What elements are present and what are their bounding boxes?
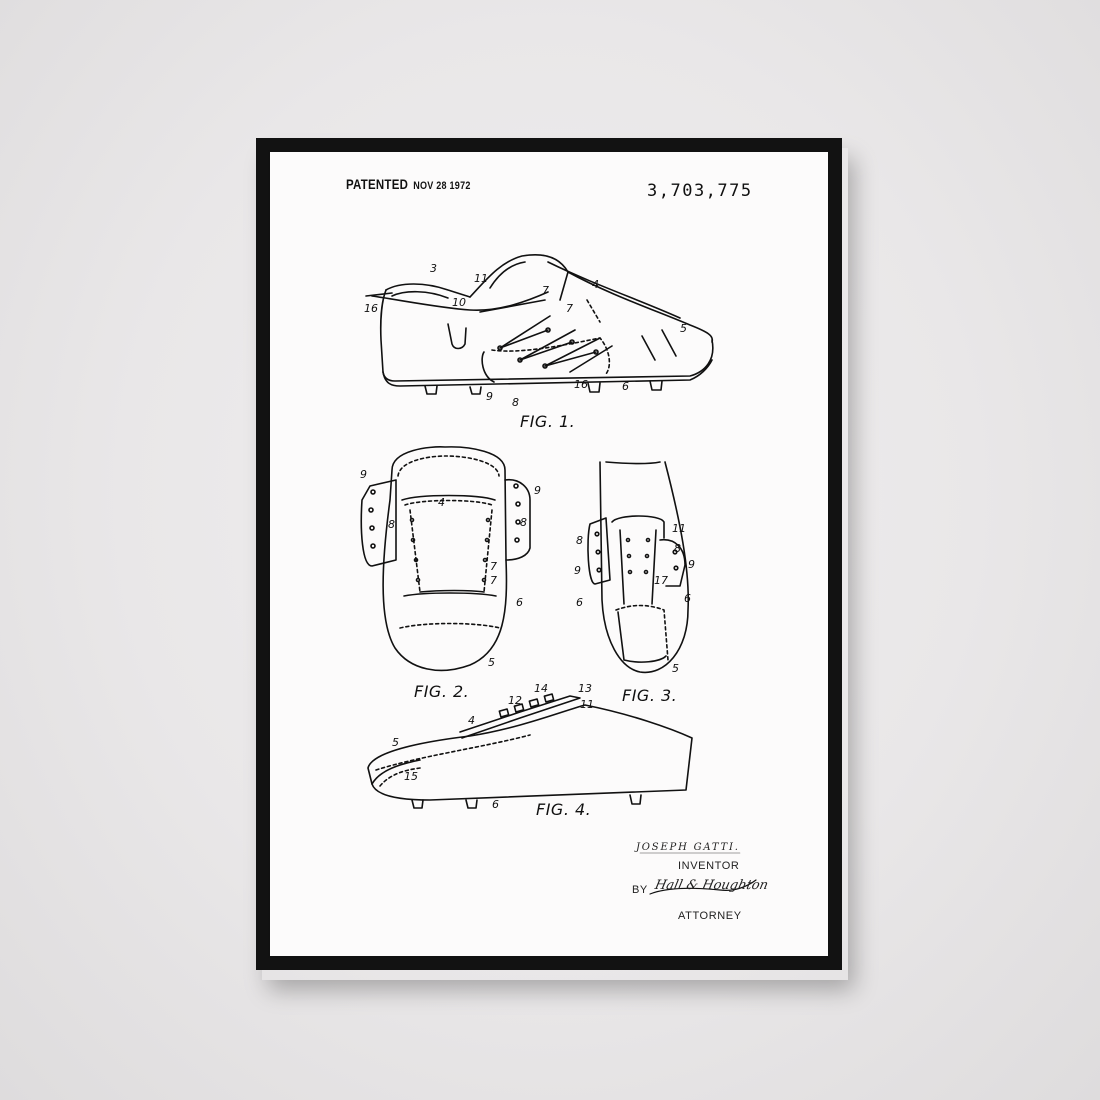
callout: 4 [592,278,599,291]
callout: 11 [580,698,594,711]
callout: 8 [674,542,681,555]
callout: 7 [490,574,497,587]
fig4-label: FIG. 4. [536,800,592,819]
attorney-signature-flourish [649,879,757,895]
callout: 6 [622,380,629,393]
patented-header: PATENTED NOV 28 1972 [346,176,471,192]
callout: 4 [468,714,475,727]
callout: 9 [486,390,493,403]
by-label: BY [632,884,648,896]
callout: 6 [492,798,499,811]
callout: 3 [430,262,437,275]
callout: 8 [388,518,395,531]
callout: 6 [576,596,583,609]
callout: 11 [672,522,686,535]
callout: 15 [404,770,418,783]
callout: 5 [680,322,687,335]
callout: 7 [566,302,573,315]
callout: 8 [576,534,583,547]
patented-label: PATENTED [346,176,409,192]
callout: 9 [534,484,541,497]
callout: 6 [684,592,691,605]
callout: 10 [452,296,466,309]
callout: 11 [474,272,488,285]
fig2-upper-drawing [360,446,531,672]
callout: 9 [688,558,695,571]
fig1-shoe-drawing [365,254,714,395]
callout: 7 [490,560,497,573]
callout: 6 [516,596,523,609]
callout: 8 [520,516,527,529]
callout: 14 [534,682,548,695]
callout: 5 [672,662,679,675]
inventor-name: JOSEPH GATTI. [636,842,740,853]
fig3-upper-drawing [587,461,690,674]
fig1-label: FIG. 1. [520,412,576,431]
callout: 4 [438,496,445,509]
fig3-label: FIG. 3. [622,686,678,705]
patented-date: NOV 28 1972 [413,180,471,192]
fig4-section-drawing [367,693,693,809]
attorney-signature: Hall & Houghton [653,878,770,893]
callout: 13 [578,682,592,695]
callout: 5 [488,656,495,669]
callout: 16 [574,378,588,391]
poster-paper [270,152,828,956]
callout: 9 [360,468,367,481]
patent-number: 3,703,775 [647,181,753,201]
callout: 16 [364,302,378,315]
callout: 5 [392,736,399,749]
callout: 7 [542,284,549,297]
callout: 9 [574,564,581,577]
inventor-label: INVENTOR [678,860,740,872]
fig2-label: FIG. 2. [414,682,470,701]
attorney-label: ATTORNEY [678,910,742,922]
callout: 12 [508,694,522,707]
callout: 17 [654,574,668,587]
callout: 8 [512,396,519,409]
